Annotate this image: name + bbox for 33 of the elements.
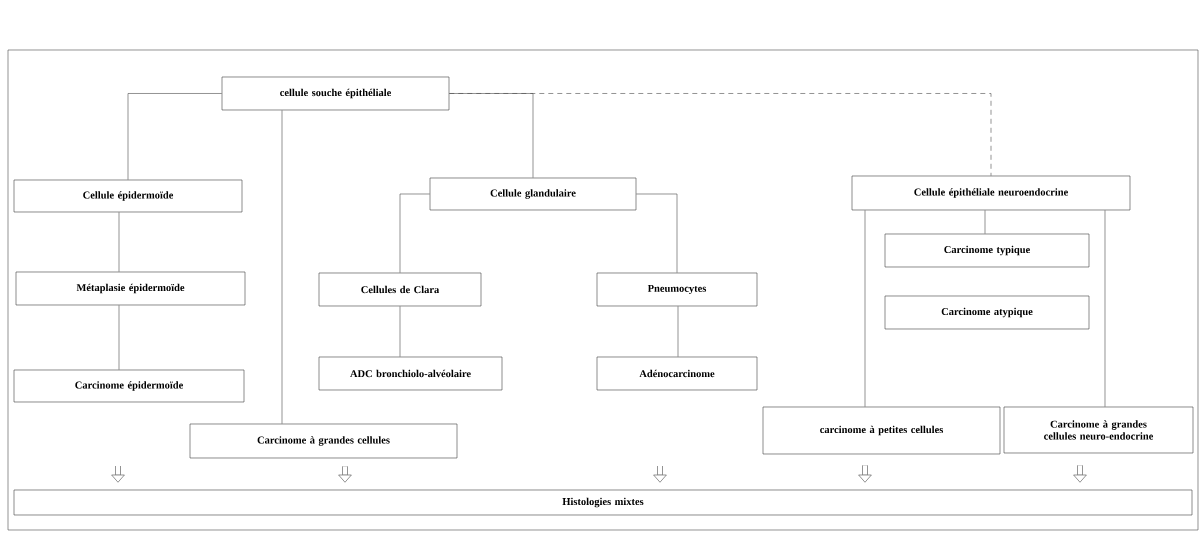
text-box: Histologies mixtes [13,489,1193,516]
hollow-arrow [1073,465,1087,483]
text-box: cellule souche épithéliale [221,76,450,111]
text-box: Métaplasie épidermoïde [15,271,246,306]
text-box: Cellule épidermoïde [13,179,243,213]
connector-line [127,93,222,180]
hollow-arrow [338,466,352,483]
hollow-arrow [111,466,125,483]
text-box: ADC bronchiolo-alvéolaire [318,356,503,391]
text-box: Carcinome à grandes cellules neuro-endocrine [1003,406,1194,454]
connector-line [449,93,992,176]
text-box: Cellules de Clara [318,272,482,307]
connector-line [636,193,678,273]
hollow-arrow [653,466,667,483]
connector-line [399,193,430,273]
text-box: Carcinome atypique [884,295,1090,330]
connector-line [281,110,283,424]
hollow-arrow [858,465,872,483]
connector-line [864,210,866,407]
text-box: Carcinome typique [884,233,1090,268]
connector-line [399,306,401,357]
text-box: Cellule épithéliale neuroendocrine [851,175,1131,211]
connector-line [118,212,120,272]
text-box: Carcinome à grandes cellules [189,423,458,459]
text-box: Cellule glandulaire [429,177,637,211]
text-box: carcinome à petites cellules [762,406,1001,455]
connector-line [677,306,679,357]
text-box: Carcinome épidermoïde [13,369,245,403]
connector-line [1104,210,1106,407]
text-box: Adénocarcinome [596,356,758,391]
connector-line [984,210,986,234]
connector-line [118,305,120,370]
text-box: Pneumocytes [596,272,758,307]
